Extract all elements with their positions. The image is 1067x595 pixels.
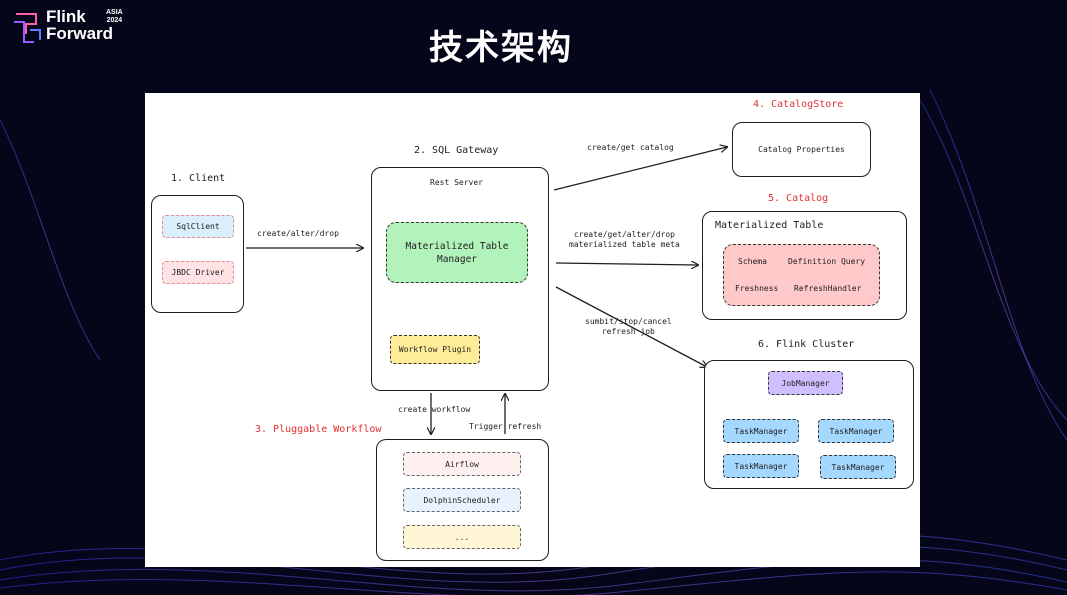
brand-line1: Flink <box>46 7 86 26</box>
task-manager: TaskManager <box>723 454 799 478</box>
edge-label-create-alter-drop: create/alter/drop <box>257 229 339 238</box>
edge-label-materialized-table-meta: create/get/alter/drop materialized table… <box>569 230 680 250</box>
gateway-title: 2. SQL Gateway <box>414 145 499 156</box>
brand-tag-bottom: 2024 <box>106 17 123 24</box>
catalog-store-box: Catalog Properties <box>732 122 871 177</box>
materialized-table-title: Materialized Table <box>715 220 824 231</box>
field-refreshhandler: RefreshHandler <box>794 284 862 293</box>
catalog-title: 5. Catalog <box>768 193 829 204</box>
more-workflow-item: ... <box>403 525 521 549</box>
brand-line2: Forward <box>46 24 114 43</box>
sqlclient-item: SqlClient <box>162 215 234 238</box>
workflow-plugin: Workflow Plugin <box>390 335 480 364</box>
job-manager: JobManager <box>768 371 843 395</box>
catalog-properties-label: Catalog Properties <box>758 145 845 154</box>
arrow-to-catalog-store <box>553 147 727 191</box>
catalog-store-title: 4. CatalogStore <box>753 99 844 110</box>
brand-tag: ASIA 2024 <box>106 9 123 25</box>
edge-label-refresh-job: sumbit/stop/cancel refresh job <box>585 317 672 337</box>
architecture-diagram: 1. Client SqlClient JBDC Driver create/a… <box>145 93 920 567</box>
brand-tag-top: ASIA <box>106 9 123 16</box>
task-manager: TaskManager <box>818 419 894 443</box>
jdbc-driver-item: JBDC Driver <box>162 261 234 284</box>
page-title: 技术架构 <box>429 28 573 68</box>
edge-label-catalog-line1: create/get/alter/drop <box>573 230 675 239</box>
edge-label-cluster-line1: sumbit/stop/cancel <box>585 317 672 326</box>
rest-server-label: Rest Server <box>430 178 483 187</box>
edge-label-trigger-refresh: Trigger refresh <box>469 422 542 431</box>
flink-forward-logo <box>14 13 41 43</box>
workflow-title: 3. Pluggable Workflow <box>255 424 382 435</box>
task-manager: TaskManager <box>820 455 896 479</box>
arrow-to-catalog <box>555 263 698 265</box>
airflow-item: Airflow <box>403 452 521 476</box>
edge-label-create-get-catalog: create/get catalog <box>587 143 674 152</box>
edge-label-create-workflow: create workflow <box>398 405 471 414</box>
cluster-title: 6. Flink Cluster <box>758 339 855 350</box>
field-definition-query: Definition Query <box>788 257 866 266</box>
arrow-to-cluster <box>555 286 707 367</box>
edge-label-cluster-line2: refresh job <box>601 327 655 336</box>
field-schema: Schema <box>738 257 767 266</box>
task-manager: TaskManager <box>723 419 799 443</box>
materialized-table-manager: Materialized Table Manager <box>386 222 528 283</box>
brand-wordmark: Flink Forward <box>46 8 113 42</box>
client-title: 1. Client <box>171 173 226 184</box>
dolphinscheduler-item: DolphinScheduler <box>403 488 521 512</box>
field-freshness: Freshness <box>735 284 779 293</box>
diagram-arrows <box>246 93 920 567</box>
edge-label-catalog-line2: materialized table meta <box>569 240 680 249</box>
materialized-table-meta-box <box>723 244 880 306</box>
client-box <box>151 195 244 313</box>
